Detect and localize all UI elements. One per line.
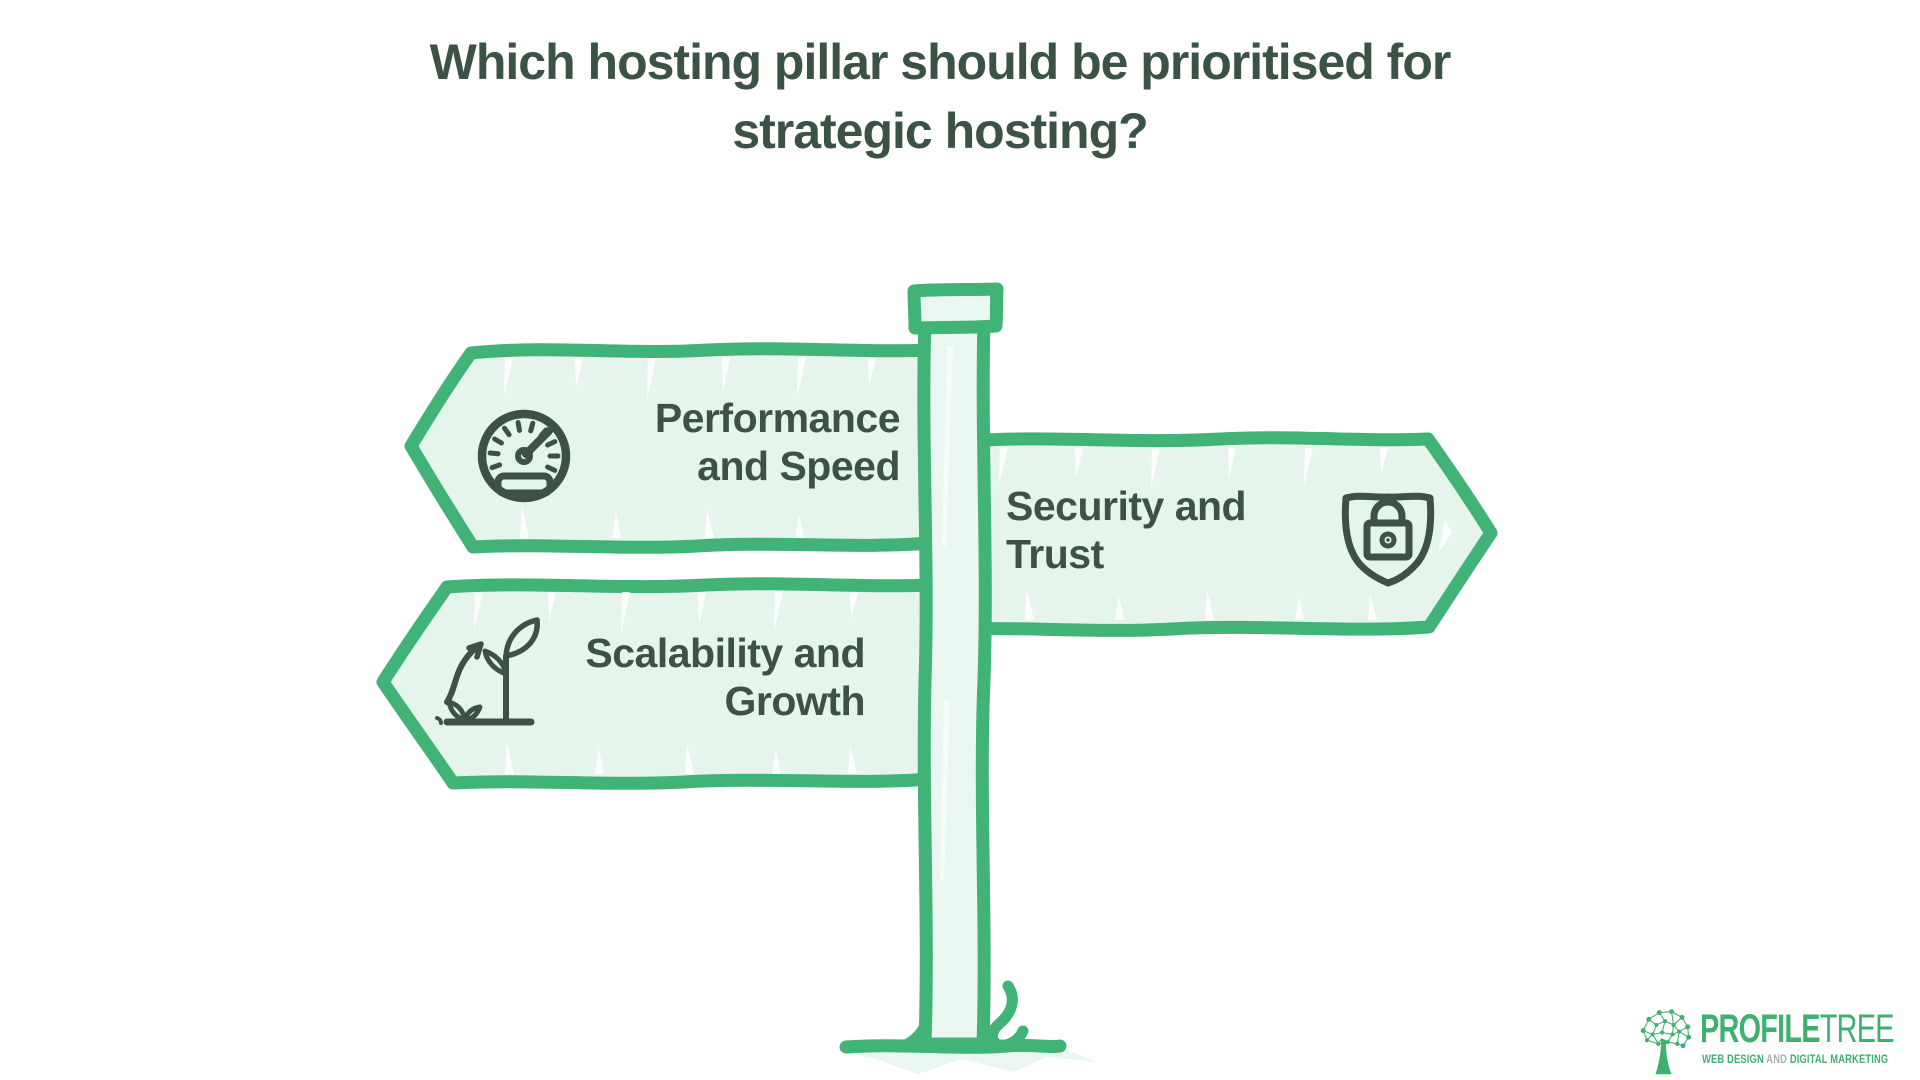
page-title-line2: strategic hosting? [732, 103, 1148, 159]
signpost-pole [917, 313, 992, 1051]
shield-lock-icon [1341, 492, 1435, 587]
sign-scalability-label: Scalability and Growth [445, 629, 865, 725]
signpost-cap [907, 282, 1004, 335]
sign-security-line1: Security and [1006, 483, 1247, 529]
tagline-digital-marketing: DIGITAL MARKETING [1789, 1052, 1889, 1066]
sign-security-line2: Trust [1006, 531, 1104, 577]
ground-line [839, 1038, 1067, 1054]
profiletree-wordmark-bold: PROFILE [1700, 1007, 1820, 1051]
grass-tuft [986, 980, 1029, 1051]
sign-performance-label: Performance and Speed [480, 394, 901, 490]
sign-security-label: Security and Trust [1006, 482, 1426, 578]
profiletree-logo: PROFILETREE WEB DESIGN AND DIGITAL MARKE… [1632, 1004, 1920, 1080]
sign-performance-line1: Performance [654, 395, 901, 441]
tagline-and: AND [1766, 1052, 1788, 1066]
pole-foot-curve [895, 1020, 931, 1053]
profiletree-tree-icon [1640, 1009, 1692, 1075]
speedometer-icon [477, 409, 571, 503]
tagline-web-design: WEB DESIGN [1702, 1052, 1764, 1066]
profiletree-wordmark-light: TREE [1819, 1007, 1895, 1051]
pole-highlight [940, 345, 953, 882]
growth-plant-icon [435, 617, 540, 726]
profiletree-tagline: WEB DESIGN AND DIGITAL MARKETING [1702, 1052, 1888, 1066]
profiletree-wordmark: PROFILETREE [1700, 1008, 1894, 1050]
sign-scalability-line2: Growth [724, 678, 866, 724]
page-title-line1: Which hosting pillar should be prioritis… [429, 34, 1452, 90]
sign-performance-line2: and Speed [697, 443, 900, 489]
sign-scalability-line1: Scalability and [585, 630, 865, 676]
ground-shadow [846, 1048, 1098, 1074]
page-title: Which hosting pillar should be prioritis… [0, 28, 1880, 166]
